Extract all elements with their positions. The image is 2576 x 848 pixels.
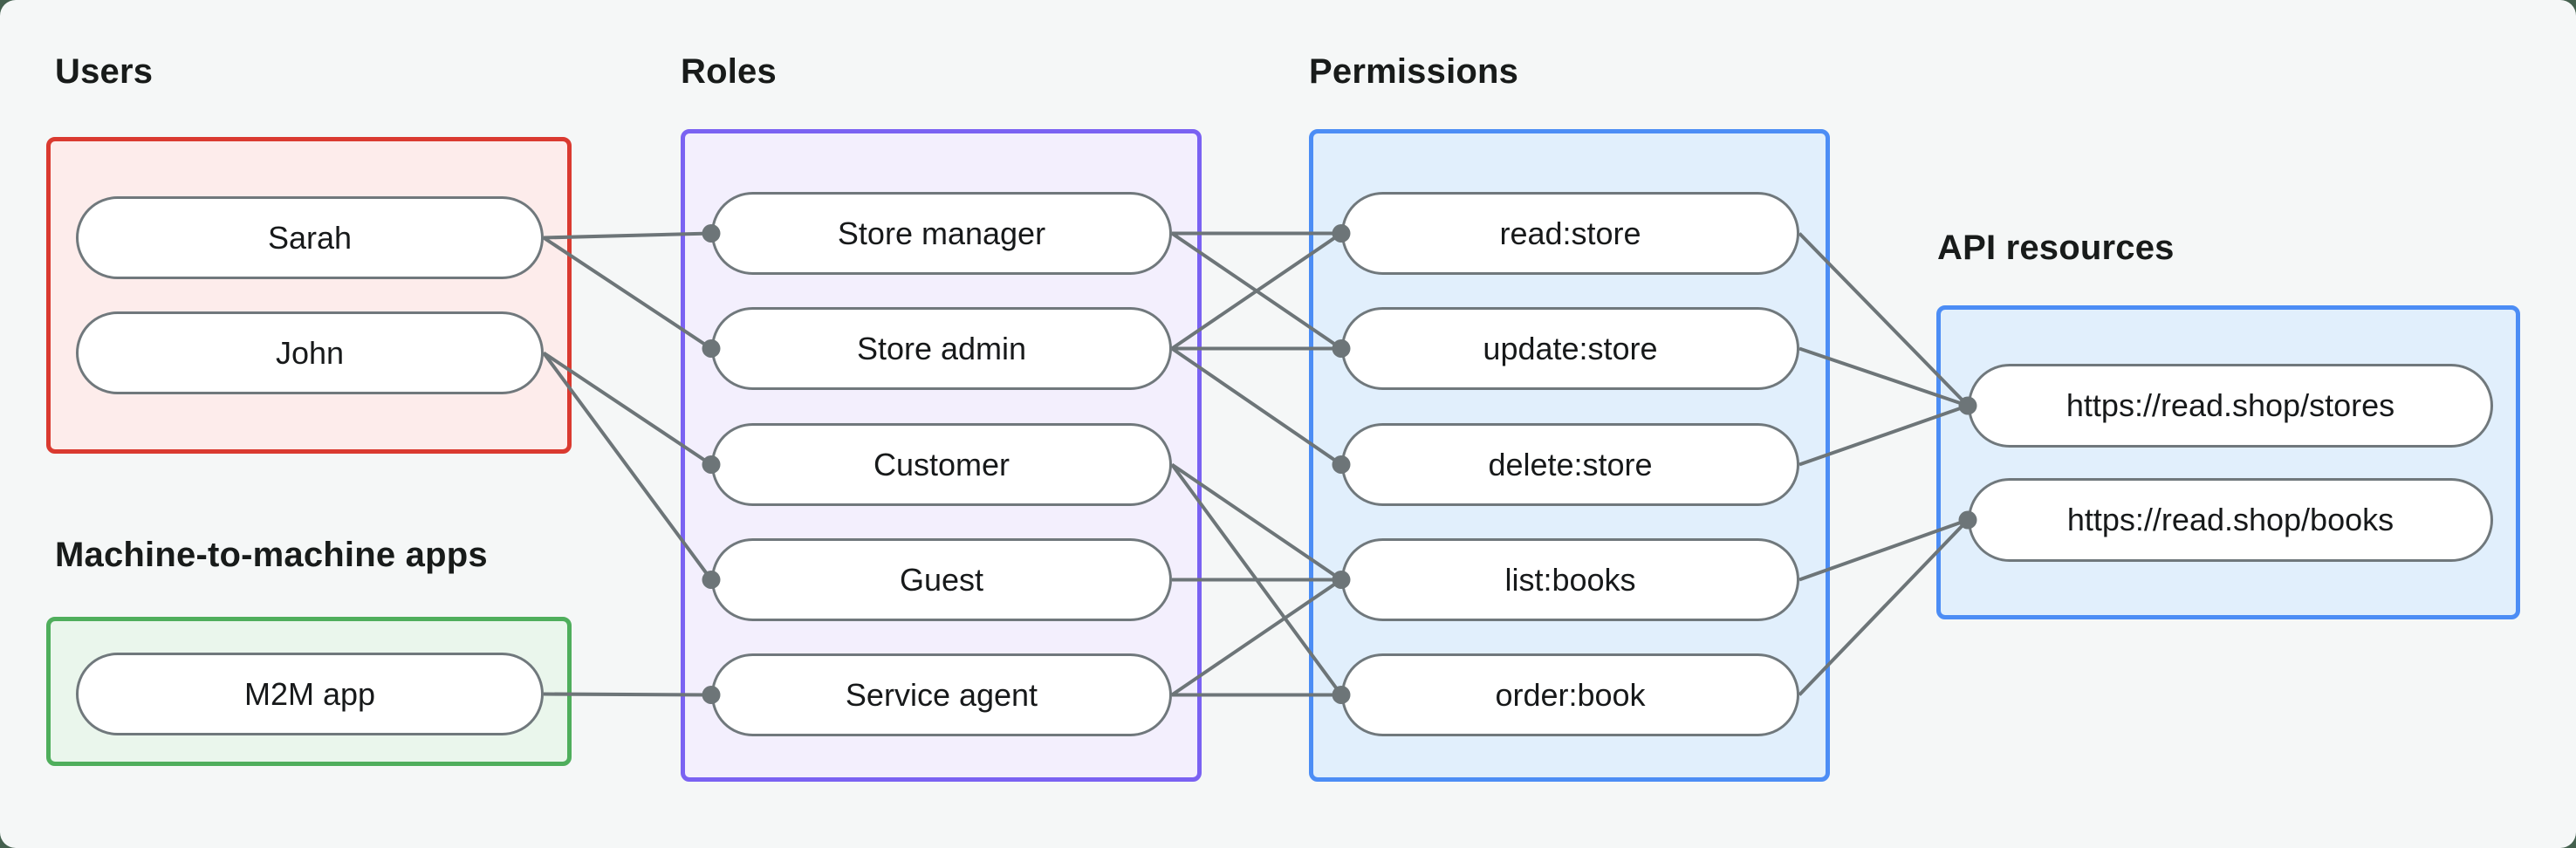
node-label-delete_store: delete:store xyxy=(1488,446,1653,482)
node-store_manager: Store manager xyxy=(711,192,1172,275)
node-m2m_app: M2M app xyxy=(76,653,544,735)
node-label-order_book: order:book xyxy=(1495,676,1646,713)
group-box-api xyxy=(1936,305,2520,619)
node-label-list_books: list:books xyxy=(1504,561,1636,598)
node-books: https://read.shop/books xyxy=(1968,478,2493,562)
group-title-users: Users xyxy=(55,52,154,91)
node-customer: Customer xyxy=(711,423,1172,506)
group-title-permissions: Permissions xyxy=(1309,52,1519,91)
node-service_agent: Service agent xyxy=(711,653,1172,736)
node-label-update_store: update:store xyxy=(1483,330,1658,366)
node-label-books: https://read.shop/books xyxy=(2066,502,2394,537)
node-label-store_manager: Store manager xyxy=(837,215,1046,251)
node-sarah: Sarah xyxy=(76,196,544,279)
node-guest: Guest xyxy=(711,538,1172,621)
node-read_store: read:store xyxy=(1341,192,1799,275)
node-update_store: update:store xyxy=(1341,307,1799,390)
node-john: John xyxy=(76,311,544,394)
node-list_books: list:books xyxy=(1341,538,1799,621)
group-title-m2m: Machine-to-machine apps xyxy=(55,536,488,574)
node-label-stores: https://read.shop/stores xyxy=(2066,387,2395,423)
node-store_admin: Store admin xyxy=(711,307,1172,390)
node-label-read_store: read:store xyxy=(1499,215,1641,251)
node-label-guest: Guest xyxy=(899,561,984,598)
node-label-sarah: Sarah xyxy=(267,219,353,256)
node-label-m2m_app: M2M app xyxy=(243,675,376,712)
group-title-api: API resources xyxy=(1937,229,2175,267)
node-label-service_agent: Service agent xyxy=(845,676,1038,713)
node-label-customer: Customer xyxy=(873,446,1011,482)
node-stores: https://read.shop/stores xyxy=(1968,364,2493,448)
node-label-store_admin: Store admin xyxy=(856,330,1027,366)
group-box-users xyxy=(46,137,572,454)
node-delete_store: delete:store xyxy=(1341,423,1799,506)
node-label-john: John xyxy=(275,334,345,371)
group-title-roles: Roles xyxy=(681,52,777,91)
node-order_book: order:book xyxy=(1341,653,1799,736)
